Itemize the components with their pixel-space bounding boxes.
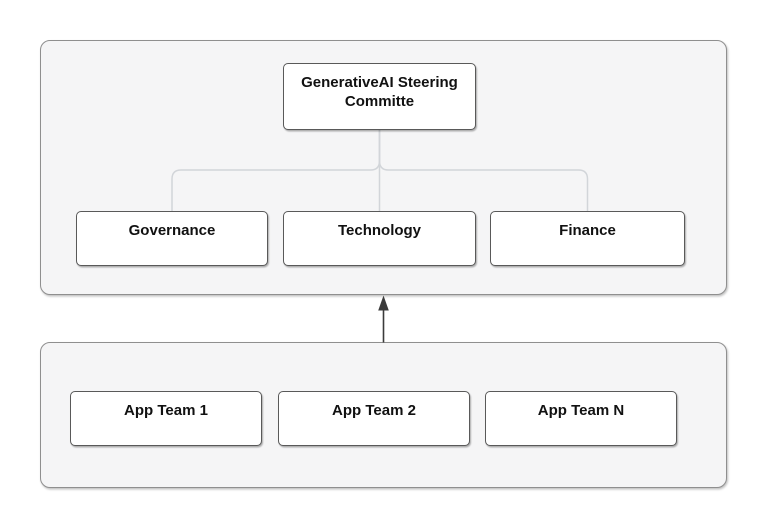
node-app-team-2: App Team 2 [278, 391, 470, 446]
arrow-up-icon [378, 295, 389, 311]
node-generativeai-steering-committee: GenerativeAI Steering Committe [283, 63, 476, 130]
node-governance: Governance [76, 211, 268, 266]
node-app-team-1: App Team 1 [70, 391, 262, 446]
node-finance: Finance [490, 211, 685, 266]
node-app-team-n: App Team N [485, 391, 677, 446]
node-technology: Technology [283, 211, 476, 266]
